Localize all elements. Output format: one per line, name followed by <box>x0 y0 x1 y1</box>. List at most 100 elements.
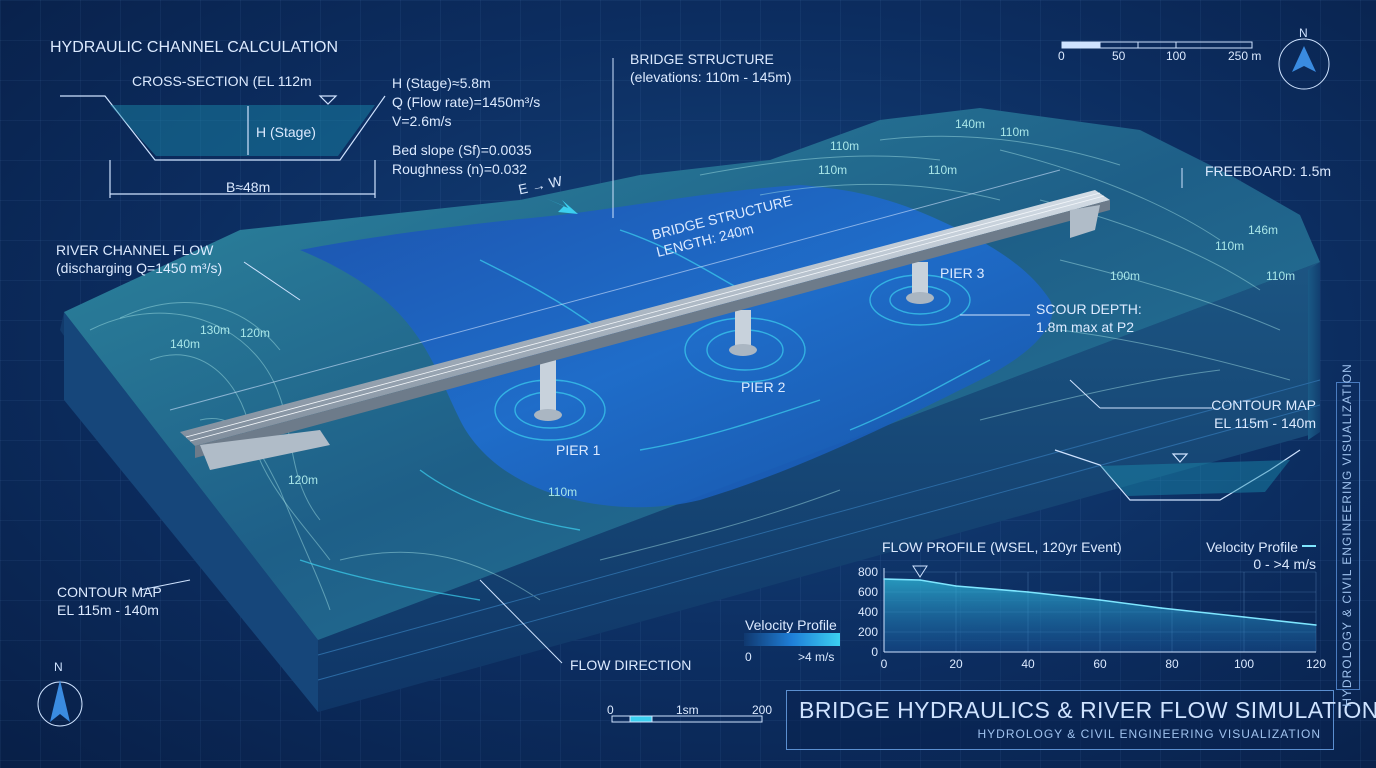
chart-point <box>1027 591 1029 593</box>
stratum-lines <box>317 379 1321 681</box>
bridge-structure-label: BRIDGE STRUCTURE (elevations: 110m - 145… <box>630 51 792 85</box>
chart-y-tick: 0 <box>871 645 878 659</box>
chart-x-tick: 100 <box>1234 657 1254 671</box>
scale-top-tick: 250 m <box>1228 49 1262 63</box>
contour-tag: 120m <box>288 473 319 487</box>
main-subtitle: HYDROLOGY & CIVIL ENGINEERING VISUALIZAT… <box>977 727 1321 741</box>
scour-depth-label: SCOUR DEPTH: 1.8m max at P2 <box>1036 301 1142 335</box>
contour-tag: 100m <box>1110 269 1141 283</box>
compass-bottom-letter: N <box>54 660 63 674</box>
cross-section-top <box>60 95 386 198</box>
title-block: BRIDGE HYDRAULICS & RIVER FLOW SIMULATIO… <box>786 690 1376 750</box>
calc-param: H (Stage)≈5.8m <box>392 75 491 91</box>
chart-y-tick: 400 <box>858 605 878 619</box>
compass-bottom-icon <box>37 680 83 727</box>
chart-point <box>919 579 921 581</box>
scale-bottom-tick: 1sm <box>676 703 699 717</box>
contour-tag: 110m <box>818 163 848 177</box>
contour-tag: 110m <box>1266 269 1296 283</box>
side-title: HYDROLOGY & CIVIL ENGINEERING VISUALIZAT… <box>1340 363 1354 707</box>
terrain-right-face <box>1308 262 1320 440</box>
contour-tag: 130m <box>200 323 231 337</box>
chart-y-tick: 800 <box>858 565 878 579</box>
chart-point <box>1315 624 1317 626</box>
contour-tag: 110m <box>548 485 578 499</box>
contour-tag: 110m <box>928 163 958 177</box>
scale-bottom-tick: 200 <box>752 703 773 717</box>
chart-point <box>1099 599 1101 601</box>
flow-arrow-icon <box>545 198 578 214</box>
contour-map-left-label: CONTOUR MAP EL 115m - 140m <box>57 584 162 618</box>
calc-params-2: Bed slope (Sf)=0.0035 Roughness (n)=0.03… <box>392 141 532 179</box>
flow-streaks <box>299 229 991 601</box>
chart-title: FLOW PROFILE (WSEL, 120yr Event) <box>882 539 1122 555</box>
contour-map-right-label: CONTOUR MAP EL 115m - 140m <box>1211 397 1316 431</box>
contour-tag: 140m <box>955 117 986 131</box>
calc-title: HYDRAULIC CHANNEL CALCULATION <box>50 39 339 56</box>
velocity-legend-min: 0 <box>745 650 752 664</box>
cross-section-title: CROSS-SECTION (EL 112m <box>132 73 312 89</box>
compass-top-icon <box>1278 38 1330 90</box>
leader-lines <box>139 58 1212 664</box>
scale-top-tick: 0 <box>1058 49 1065 63</box>
contour-tag: 110m <box>1000 125 1030 139</box>
calc-params: H (Stage)≈5.8m Q (Flow rate)=1450m³/s V=… <box>392 74 540 131</box>
contour-tag: 110m <box>1215 239 1245 253</box>
scale-top-tick: 100 <box>1166 49 1187 63</box>
top-scale-bar <box>1061 41 1253 49</box>
freeboard-label: FREEBOARD: 1.5m <box>1205 163 1332 179</box>
terrain-block <box>60 108 1321 712</box>
cross-section-right <box>1054 449 1301 501</box>
width-label: B≈48m <box>226 179 271 195</box>
contour-tag: 120m <box>240 326 271 340</box>
pier-3-label: PIER 3 <box>940 265 985 281</box>
chart-point <box>883 578 885 580</box>
stage-label: H (Stage) <box>256 124 316 140</box>
chart-point <box>1243 616 1245 618</box>
chart-point <box>955 585 957 587</box>
chart-y-tick: 600 <box>858 585 878 599</box>
chart-legend-range: 0 - >4 m/s <box>1253 556 1316 572</box>
chart-series-line <box>883 578 1317 626</box>
chart-point <box>1160 607 1162 609</box>
velocity-legend-bar <box>744 633 840 646</box>
pier-1-label: PIER 1 <box>556 442 601 458</box>
terrain-front-face <box>318 262 1320 712</box>
main-title: BRIDGE HYDRAULICS & RIVER FLOW SIMULATIO… <box>799 697 1376 723</box>
calc-param: Q (Flow rate)=1450m³/s <box>392 94 541 110</box>
bridge-deck <box>180 190 1110 446</box>
chart-x-tick: 0 <box>881 657 888 671</box>
contour-tag: 146m <box>1248 223 1279 237</box>
chart-axis <box>883 568 1316 653</box>
abutment-left <box>200 430 330 470</box>
bridge <box>180 190 1110 470</box>
contour-tag: 140m <box>170 337 201 351</box>
velocity-legend-max: >4 m/s <box>798 650 835 664</box>
contour-tag: 110m <box>830 139 860 153</box>
wsel-marker-icon <box>912 565 928 578</box>
scale-top-tick: 50 <box>1112 49 1126 63</box>
compass-top-letter: N <box>1299 26 1308 40</box>
side-strip <box>1336 382 1360 690</box>
calc-param: V=2.6m/s <box>392 113 452 129</box>
calc-param: Bed slope (Sf)=0.0035 <box>392 142 532 158</box>
chart-y-tick: 200 <box>858 625 878 639</box>
calc-param: Roughness (n)=0.032 <box>392 161 528 177</box>
velocity-legend-title: Velocity Profile <box>745 617 837 633</box>
abutment-right <box>1070 205 1100 238</box>
chart-x-tick: 120 <box>1306 657 1326 671</box>
pier-2-label: PIER 2 <box>741 379 786 395</box>
chart-legend-title: Velocity Profile <box>1206 539 1298 555</box>
chart-x-tick: 20 <box>949 657 963 671</box>
flow-direction-label: FLOW DIRECTION <box>570 657 692 673</box>
chart-series-area <box>884 579 1316 652</box>
bridge-deck-side <box>195 200 1110 458</box>
chart-x-tick: 40 <box>1021 657 1035 671</box>
river-flow-label: RIVER CHANNEL FLOW (discharging Q=1450 m… <box>56 242 223 276</box>
bottom-scale-bar <box>611 715 763 723</box>
terrain-front-face <box>64 312 318 712</box>
